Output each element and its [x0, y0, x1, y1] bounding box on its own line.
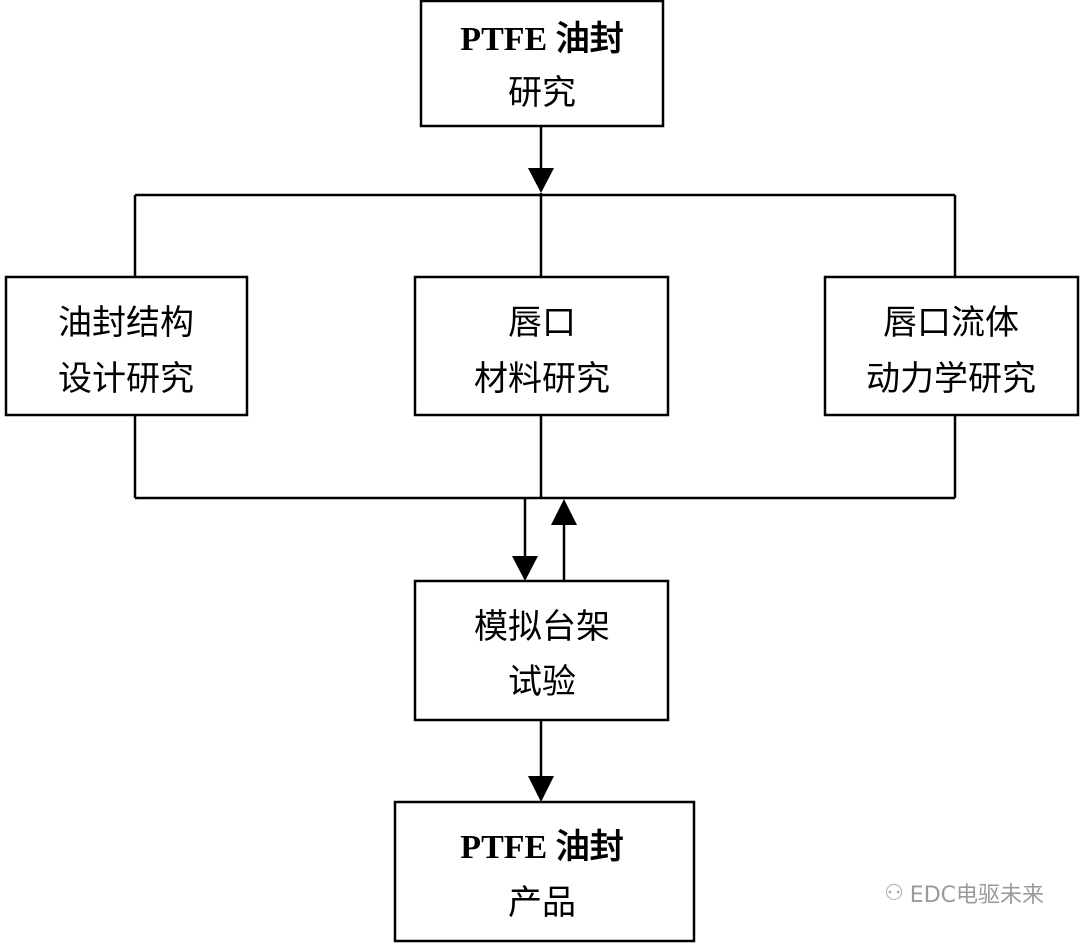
node-structure-design-line1: 油封结构 [58, 303, 194, 343]
node-lip-material: 唇口 材料研究 [413, 275, 670, 417]
arrowhead-down-product [528, 776, 554, 802]
node-bench-test: 模拟台架 试验 [413, 579, 670, 722]
watermark-text: EDC电驱未来 [909, 883, 1044, 908]
arrowhead-down-test [512, 556, 538, 581]
node-ptfe-research-line1: PTFE 油封 [460, 20, 623, 58]
node-structure-design-line2: 设计研究 [58, 359, 194, 399]
node-bench-test-line2: 试验 [508, 662, 576, 702]
node-ptfe-research: PTFE 油封 研究 [419, 0, 665, 128]
node-lip-material-line2: 材料研究 [474, 359, 610, 399]
node-lip-fluid-dynamics: 唇口流体 动力学研究 [823, 275, 1080, 417]
node-ptfe-product-line2: 产品 [508, 883, 576, 923]
node-structure-design: 油封结构 设计研究 [4, 275, 249, 417]
node-ptfe-product: PTFE 油封 产品 [393, 800, 696, 943]
node-bench-test-line1: 模拟台架 [474, 607, 610, 647]
watermark: ⚇ EDC电驱未来 [884, 877, 1044, 909]
node-ptfe-research-line2: 研究 [508, 73, 576, 113]
arrowhead-down-top [528, 168, 554, 193]
node-lip-material-line1: 唇口 [508, 303, 576, 343]
arrowhead-up-feedback [551, 499, 577, 525]
node-ptfe-product-line1: PTFE 油封 [460, 828, 623, 866]
node-lip-fluid-dynamics-line2: 动力学研究 [866, 359, 1036, 399]
wechat-icon: ⚇ [884, 880, 904, 906]
node-lip-fluid-dynamics-line1: 唇口流体 [883, 303, 1019, 343]
